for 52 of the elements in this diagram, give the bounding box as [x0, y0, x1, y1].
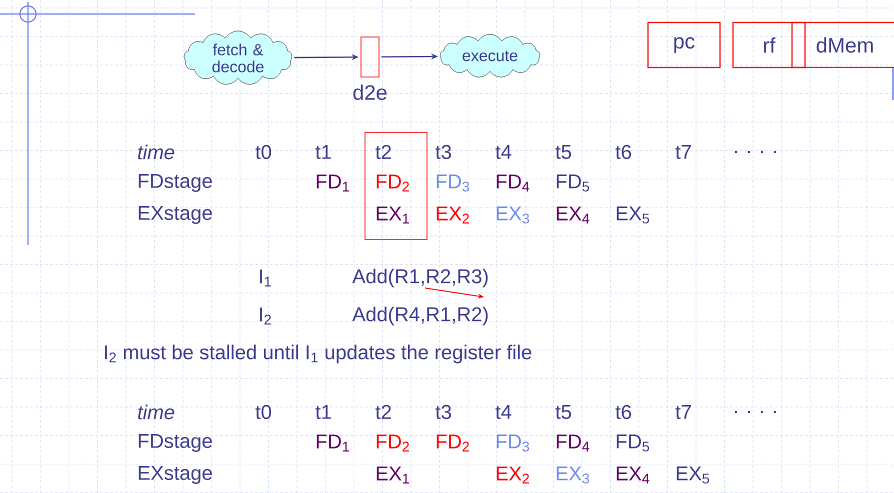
stage-label: FDstage	[138, 174, 212, 192]
note-text: I$_{2}$ must be stalled until I$_{1}$ updates the register file	[105, 344, 532, 364]
stage-cell: FD$_{2}$	[436, 434, 469, 452]
instruction-text: Add(R1,R2,R3)	[352, 268, 488, 288]
time-step: t1	[316, 405, 331, 419]
time-step: t7	[676, 405, 691, 419]
stage-cell: EX$_{5}$	[616, 206, 650, 224]
time-step: t3	[436, 404, 451, 420]
instruction-label: I$_{2}$	[260, 308, 271, 324]
stage-label: FDstage	[138, 434, 212, 452]
time-label: time	[138, 144, 174, 160]
register-label: d2e	[353, 84, 387, 100]
state-box: pc	[647, 22, 721, 68]
time-step: t5	[556, 405, 572, 419]
stage-label: EXstage	[138, 466, 212, 484]
time-step: t2	[376, 404, 391, 420]
highlight-box	[364, 132, 428, 240]
instruction-text: Add(R4,R1,R2)	[352, 306, 488, 326]
time-step: t6	[616, 404, 631, 420]
stage-cell: EX$_{4}$	[616, 466, 650, 484]
time-step: t5	[556, 145, 572, 159]
state-box: dMem	[791, 22, 894, 68]
stage-cell: FD$_{5}$	[616, 434, 650, 452]
stage-cell: FD$_{4}$	[496, 174, 530, 192]
stage-cell: FD$_{2}$	[376, 174, 409, 192]
stage-cell: FD$_{4}$	[556, 434, 590, 452]
time-step: t0	[256, 404, 272, 420]
stage-cell: EX$_{3}$	[496, 206, 530, 224]
time-step: t4	[496, 405, 512, 419]
time-step: . . . .	[735, 410, 776, 414]
stage-cell: EX$_{4}$	[556, 206, 590, 224]
stage-cell: FD$_{5}$	[556, 174, 590, 192]
time-step: t2	[376, 144, 391, 160]
instruction-label: I$_{1}$	[260, 270, 271, 286]
time-step: t0	[256, 144, 272, 160]
stage-cell: FD$_{2}$	[376, 434, 409, 452]
time-step: t4	[496, 145, 512, 159]
time-step: . . . .	[735, 150, 776, 154]
stage-label: EXstage	[138, 206, 212, 224]
time-label: time	[138, 404, 174, 420]
stage-cell: FD$_{3}$	[496, 434, 530, 452]
stage-cell: EX$_{3}$	[556, 466, 590, 484]
time-step: t6	[616, 144, 631, 160]
register-box	[360, 36, 380, 78]
stage-cell: EX$_{5}$	[676, 466, 710, 484]
stage-cell: FD$_{1}$	[316, 434, 349, 452]
state-box: rf	[732, 22, 806, 68]
stage-cell: EX$_{2}$	[496, 466, 529, 484]
time-step: t7	[676, 145, 691, 159]
time-step: t1	[316, 145, 331, 159]
stage-cell: EX$_{1}$	[376, 206, 409, 224]
stage-cell: EX$_{1}$	[376, 466, 409, 484]
